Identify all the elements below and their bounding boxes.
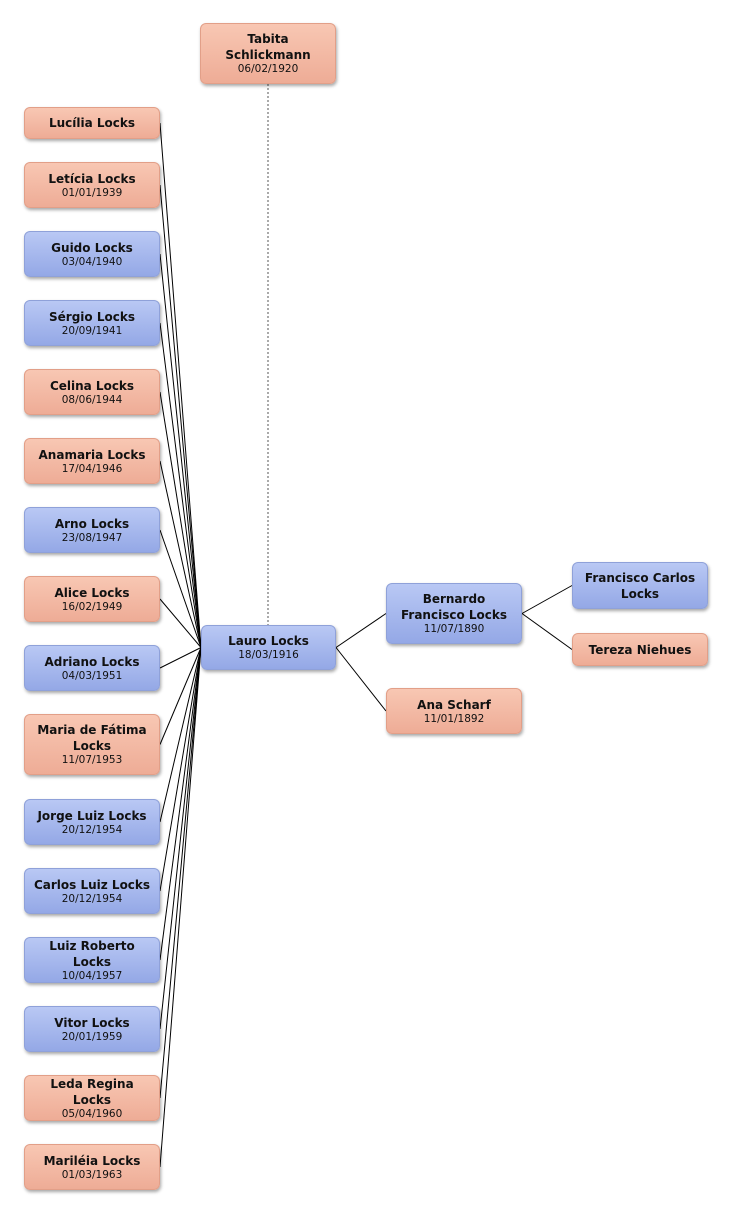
child-node[interactable]: Vitor Locks 20/01/1959 (24, 1006, 160, 1052)
person-name: Lucília Locks (48, 116, 136, 130)
child-connector (159, 647, 202, 961)
parent-connector (335, 647, 387, 712)
child-connector (159, 647, 202, 1099)
child-node[interactable]: Maria de Fátima Locks 11/07/1953 (24, 714, 160, 775)
child-connector (159, 647, 202, 1030)
person-date: 20/12/1954 (61, 823, 123, 836)
person-name: Celina Locks (49, 378, 135, 393)
child-node[interactable]: Guido Locks 03/04/1940 (24, 231, 160, 277)
person-date: 11/07/1953 (61, 754, 123, 766)
person-tereza-niehues[interactable]: Tereza Niehues (572, 633, 708, 666)
child-connector (159, 391, 202, 648)
child-connector (159, 647, 202, 1168)
child-node[interactable]: Luiz Roberto Locks 10/04/1957 (24, 937, 160, 983)
child-node[interactable]: Lucília Locks (24, 107, 160, 139)
grandparent-connector (521, 585, 573, 614)
person-tabita-schlickmann[interactable]: Tabita Schlickmann 06/02/1920 (200, 23, 336, 84)
person-name: Francisco Carlos Locks (584, 570, 696, 601)
person-name: Mariléia Locks (43, 1153, 141, 1168)
child-node[interactable]: Mariléia Locks 01/03/1963 (24, 1144, 160, 1190)
person-date: 01/03/1963 (61, 1168, 123, 1181)
person-name: Maria de Fátima Locks (37, 723, 147, 753)
person-date: 11/01/1892 (423, 712, 485, 725)
person-name: Letícia Locks (48, 171, 136, 186)
person-name: Ana Scharf (417, 697, 491, 712)
child-connector (159, 647, 202, 823)
child-connector (159, 647, 202, 745)
person-name: Luiz Roberto Locks (49, 938, 135, 969)
person-date: 03/04/1940 (61, 255, 123, 268)
person-name: Vitor Locks (54, 1015, 130, 1030)
person-name: Bernardo Francisco Locks (400, 592, 508, 622)
person-date: 23/08/1947 (61, 531, 123, 544)
child-node[interactable]: Leda Regina Locks 05/04/1960 (24, 1075, 160, 1121)
person-date: 17/04/1946 (61, 462, 123, 475)
child-node[interactable]: Jorge Luiz Locks 20/12/1954 (24, 799, 160, 845)
person-name: Alice Locks (54, 585, 130, 600)
person-name: Jorge Luiz Locks (37, 808, 147, 823)
child-node[interactable]: Letícia Locks 01/01/1939 (24, 162, 160, 208)
person-name: Arno Locks (54, 516, 130, 531)
child-connector (159, 598, 202, 648)
person-date: 11/07/1890 (423, 623, 485, 635)
child-node[interactable]: Anamaria Locks 17/04/1946 (24, 438, 160, 484)
person-name: Tabita Schlickmann (225, 32, 311, 62)
person-date: 01/01/1939 (61, 186, 123, 199)
child-node[interactable]: Adriano Locks 04/03/1951 (24, 645, 160, 691)
person-date: 08/06/1944 (61, 393, 123, 406)
person-name: Guido Locks (51, 240, 133, 255)
child-connector (159, 122, 202, 648)
child-node[interactable]: Sérgio Locks 20/09/1941 (24, 300, 160, 346)
person-lauro-locks[interactable]: Lauro Locks 18/03/1916 (201, 625, 336, 670)
parent-connector (335, 613, 387, 648)
person-name: Leda Regina Locks (50, 1076, 134, 1107)
person-name: Tereza Niehues (588, 642, 692, 657)
person-date: 18/03/1916 (238, 649, 299, 661)
person-date: 10/04/1957 (61, 969, 123, 982)
person-name: Adriano Locks (44, 654, 140, 669)
person-name: Lauro Locks (228, 634, 309, 648)
person-name: Anamaria Locks (38, 447, 146, 462)
person-name: Carlos Luiz Locks (33, 877, 151, 892)
person-date: 20/09/1941 (61, 324, 123, 337)
child-node[interactable]: Arno Locks 23/08/1947 (24, 507, 160, 553)
child-connector (159, 647, 202, 669)
person-date: 16/02/1949 (61, 600, 123, 613)
child-connector (159, 529, 202, 648)
person-bernardo-francisco-locks[interactable]: Bernardo Francisco Locks 11/07/1890 (386, 583, 522, 644)
child-connector (159, 184, 202, 648)
person-date: 20/12/1954 (61, 892, 123, 905)
child-connector (159, 647, 202, 892)
person-francisco-carlos-locks[interactable]: Francisco Carlos Locks (572, 562, 708, 609)
child-node[interactable]: Celina Locks 08/06/1944 (24, 369, 160, 415)
child-connector (159, 322, 202, 648)
person-date: 04/03/1951 (61, 669, 123, 682)
child-connector (159, 460, 202, 648)
person-date: 05/04/1960 (61, 1107, 123, 1120)
person-date: 06/02/1920 (237, 63, 299, 75)
child-node[interactable]: Carlos Luiz Locks 20/12/1954 (24, 868, 160, 914)
child-node[interactable]: Alice Locks 16/02/1949 (24, 576, 160, 622)
child-connector (159, 253, 202, 648)
person-date: 20/01/1959 (61, 1030, 123, 1043)
person-name: Sérgio Locks (49, 309, 135, 324)
person-ana-scharf[interactable]: Ana Scharf 11/01/1892 (386, 688, 522, 734)
grandparent-connector (521, 613, 573, 650)
